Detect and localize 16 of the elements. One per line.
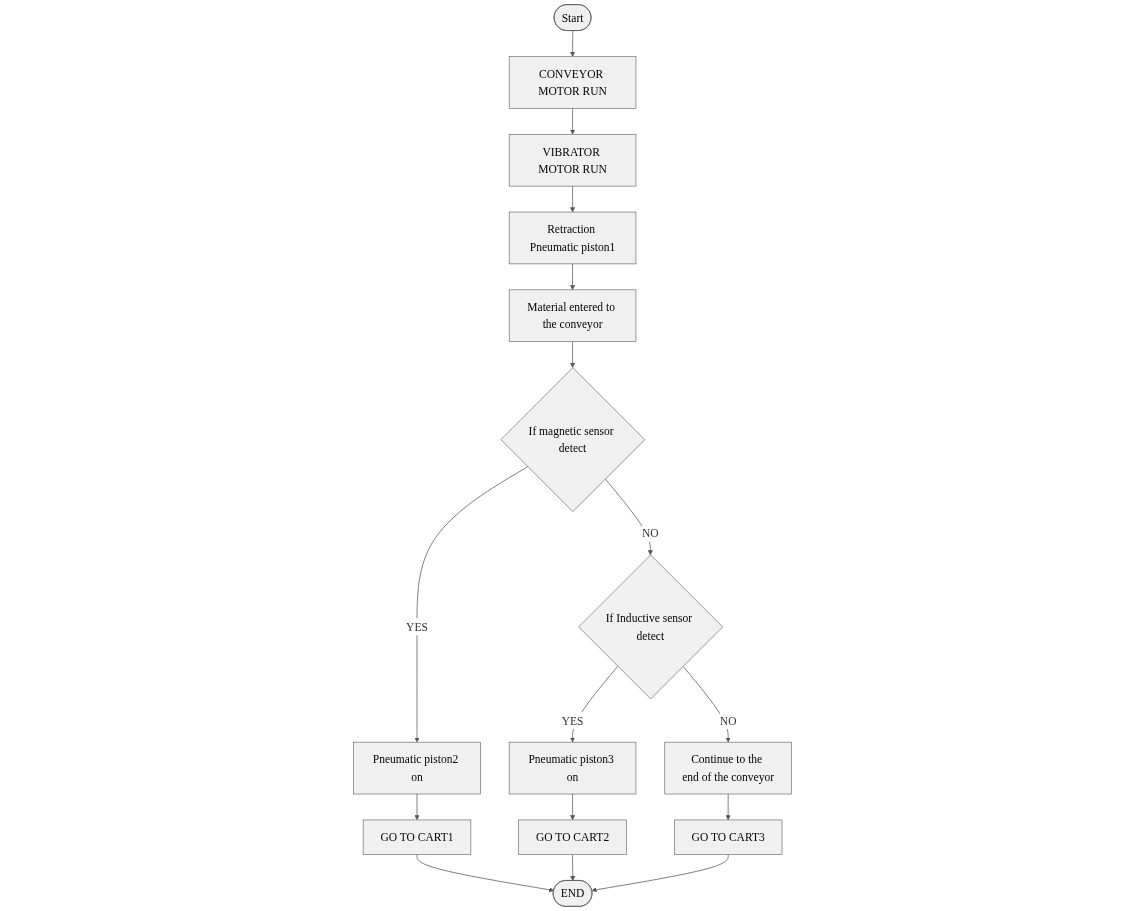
node-diamond: If magnetic sensor detect (500, 367, 646, 512)
node-box: Retraction Pneumatic piston1 (508, 211, 637, 265)
edge-label: YES (406, 620, 428, 634)
node-box: GO TO CART3 (673, 819, 783, 855)
edge-label: NO (641, 526, 659, 540)
edge-label: YES (561, 714, 584, 727)
node-box: Pneumatic piston2 on (353, 741, 481, 795)
node-box: VIBRATOR MOTOR RUN (508, 133, 637, 187)
node-box: Material entered to the conveyor (508, 289, 637, 342)
node-box: CONVEYOR MOTOR RUN (508, 56, 637, 109)
node-box: Continue to the end of the conveyor (664, 741, 792, 795)
edge-label: NO (719, 714, 737, 727)
node-box: GO TO CART2 (518, 819, 627, 855)
node-box: Pneumatic piston3 on (508, 741, 637, 795)
node-diamond: If Inductive sensor detect (578, 554, 723, 700)
node-box: GO TO CART1 (362, 819, 472, 855)
